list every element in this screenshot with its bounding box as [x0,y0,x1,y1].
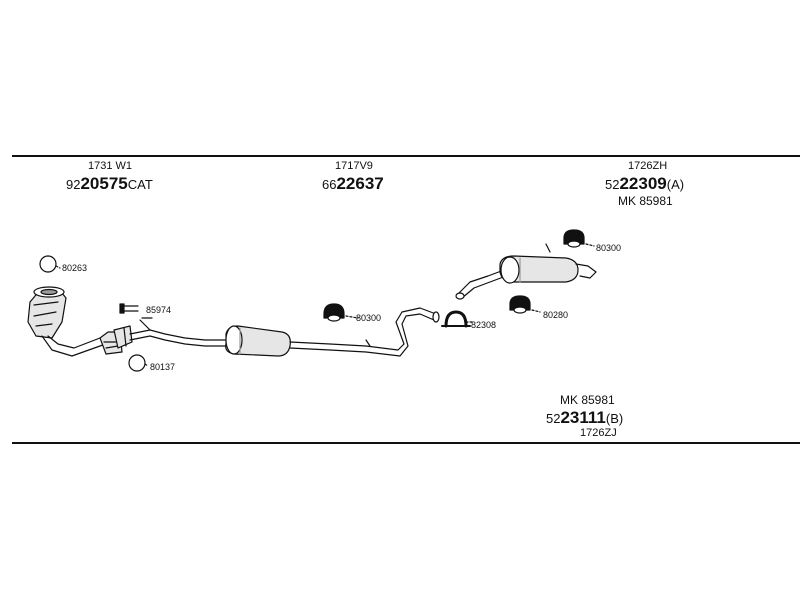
bottom-rule [12,442,800,444]
gasket-ring-bottom [128,354,146,372]
mounting-kit-b: MK 85981 [560,393,615,407]
middle-silencer [225,325,291,357]
callout-gasket-top: 80263 [62,263,88,273]
catalytic-converter [27,286,123,357]
part-number-rear-a: 5222309(A) [605,174,685,193]
part-main-number: 23111 [560,408,606,427]
callout-gasket-bottom: 80137 [150,362,176,372]
flange-joint [113,325,133,349]
part-number-middle: 6622637 [322,174,384,193]
center-pipe [289,307,440,357]
part-prefix: 66 [322,177,337,192]
part-suffix: CAT [127,177,153,192]
group-code-cat: 1731 W1 [88,160,133,172]
part-suffix: (A) [666,177,685,192]
intermediate-pipe [129,317,227,347]
rubber-hanger-rear-low [509,295,541,314]
part-main-number: 20575 [80,174,128,193]
part-prefix: 52 [546,411,561,426]
rubber-hanger-rear-top [563,229,595,248]
part-number-cat: 9220575CAT [66,174,153,193]
gasket-ring-top [39,255,57,273]
bolt-set [119,303,139,314]
rubber-hanger-middle [323,303,359,322]
mounting-kit-a: MK 85981 [618,194,673,208]
part-main-number: 22309 [619,174,667,193]
callout-hanger-middle: 80300 [356,313,382,323]
callout-hanger-rear-top: 80300 [596,243,622,253]
group-code-middle: 1717V9 [335,160,373,172]
part-main-number: 22637 [336,174,384,193]
callout-bolt: 85974 [146,305,172,315]
rear-silencer [455,243,597,300]
part-prefix: 52 [605,177,620,192]
callout-hanger-rear-low: 80280 [543,310,569,320]
part-prefix: 92 [66,177,81,192]
callout-clamp: 82308 [471,320,497,330]
group-code-rear-b: 1726ZJ [580,427,617,439]
part-number-rear-b: 5223111(B) [546,408,624,427]
u-clamp [441,310,473,328]
part-suffix: (B) [605,411,624,426]
top-rule [12,155,800,157]
group-code-rear-a: 1726ZH [628,160,668,172]
